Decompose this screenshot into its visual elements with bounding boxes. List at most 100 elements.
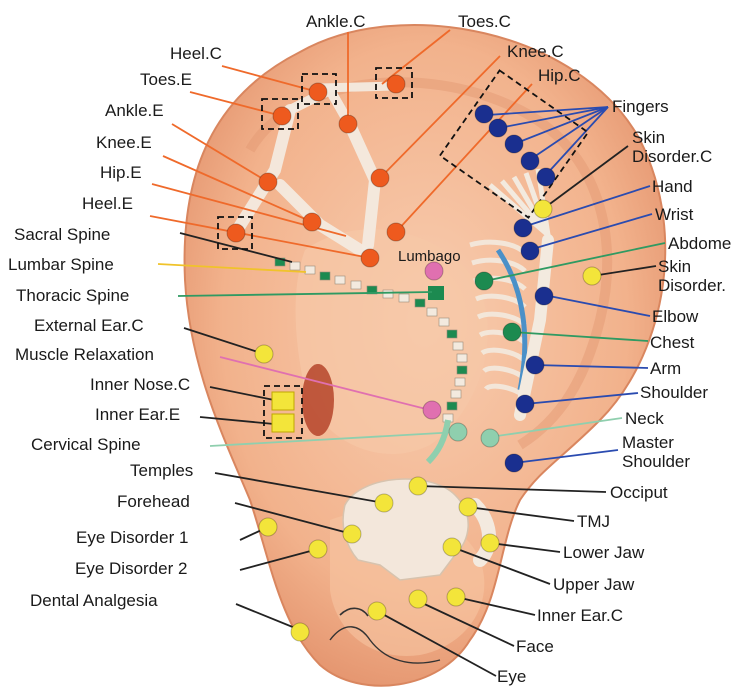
point-dot bbox=[375, 494, 393, 512]
vertebra bbox=[290, 262, 300, 270]
label-inner-ear-c: Inner Ear.C bbox=[537, 606, 623, 625]
point-dot bbox=[387, 223, 405, 241]
label-external-ear-c: External Ear.C bbox=[34, 316, 144, 335]
vertebra bbox=[451, 390, 461, 398]
label-temples: Temples bbox=[130, 461, 193, 480]
point-dot bbox=[475, 105, 493, 123]
vertebra bbox=[439, 318, 449, 326]
label-arm: Arm bbox=[650, 359, 681, 378]
label-eye-disorder-1: Eye Disorder 1 bbox=[76, 528, 188, 547]
label-inner-nose-c: Inner Nose.C bbox=[90, 375, 190, 394]
point-dot bbox=[481, 429, 499, 447]
point-dot bbox=[361, 249, 379, 267]
point-dot bbox=[521, 242, 539, 260]
label-skin-disorder: Skin Disorder. bbox=[658, 257, 726, 295]
label-hip-c: Hip.C bbox=[538, 66, 581, 85]
label-sacral-spine: Sacral Spine bbox=[14, 225, 110, 244]
label-thoracic-spine: Thoracic Spine bbox=[16, 286, 129, 305]
label-cervical-spine: Cervical Spine bbox=[31, 435, 141, 454]
vertebra bbox=[455, 378, 465, 386]
vertebra bbox=[399, 294, 409, 302]
point-dot bbox=[481, 534, 499, 552]
point-dot bbox=[443, 538, 461, 556]
vertebra bbox=[457, 366, 467, 374]
label-hand: Hand bbox=[652, 177, 693, 196]
point-dot bbox=[475, 272, 493, 290]
point-dot bbox=[371, 169, 389, 187]
label-lower-jaw: Lower Jaw bbox=[563, 543, 644, 562]
inner-ear-square bbox=[272, 414, 294, 432]
point-dot bbox=[309, 83, 327, 101]
label-skin-disorder-c: Skin Disorder.C bbox=[632, 128, 712, 166]
point-dot bbox=[291, 623, 309, 641]
point-dot bbox=[503, 323, 521, 341]
leg-bone-5 bbox=[320, 86, 395, 88]
label-inner-ear-e: Inner Ear.E bbox=[95, 405, 180, 424]
vertebra bbox=[335, 276, 345, 284]
label-occiput: Occiput bbox=[610, 483, 668, 502]
point-dot bbox=[259, 173, 277, 191]
point-dot bbox=[343, 525, 361, 543]
label-chest: Chest bbox=[650, 333, 694, 352]
point-dot bbox=[447, 588, 465, 606]
label-hip-e: Hip.E bbox=[100, 163, 142, 182]
point-dot bbox=[423, 401, 441, 419]
label-tmj: TMJ bbox=[577, 512, 610, 531]
label-elbow: Elbow bbox=[652, 307, 698, 326]
thoracic-block bbox=[428, 286, 444, 300]
point-dot bbox=[409, 590, 427, 608]
point-dot bbox=[537, 168, 555, 186]
label-lumbago: Lumbago bbox=[398, 247, 461, 266]
vertebra bbox=[351, 281, 361, 289]
ear-canal bbox=[302, 364, 334, 436]
vertebra bbox=[305, 266, 315, 274]
label-ankle-c: Ankle.C bbox=[306, 12, 366, 31]
label-face: Face bbox=[516, 637, 554, 656]
label-eye: Eye bbox=[497, 667, 526, 686]
point-dot bbox=[459, 498, 477, 516]
point-dot bbox=[409, 477, 427, 495]
vertebra bbox=[427, 308, 437, 316]
vertebra bbox=[447, 330, 457, 338]
vertebra bbox=[415, 299, 425, 307]
label-toes-e: Toes.E bbox=[140, 70, 192, 89]
label-toes-c: Toes.C bbox=[458, 12, 511, 31]
label-dental-analgesia: Dental Analgesia bbox=[30, 591, 158, 610]
point-dot bbox=[273, 107, 291, 125]
point-dot bbox=[449, 423, 467, 441]
point-dot bbox=[227, 224, 245, 242]
label-ankle-e: Ankle.E bbox=[105, 101, 164, 120]
inner-nose-square bbox=[272, 392, 294, 410]
point-dot bbox=[516, 395, 534, 413]
label-knee-e: Knee.E bbox=[96, 133, 152, 152]
vertebra bbox=[447, 402, 457, 410]
point-dot bbox=[368, 602, 386, 620]
label-muscle-relaxation: Muscle Relaxation bbox=[15, 345, 154, 364]
label-fingers: Fingers bbox=[612, 97, 669, 116]
label-wrist: Wrist bbox=[655, 205, 693, 224]
point-dot bbox=[505, 135, 523, 153]
label-abdomen: Abdome bbox=[668, 234, 731, 253]
point-dot bbox=[489, 119, 507, 137]
label-forehead: Forehead bbox=[117, 492, 190, 511]
point-dot bbox=[339, 115, 357, 133]
vertebra bbox=[320, 272, 330, 280]
point-dot bbox=[514, 219, 532, 237]
label-heel-e: Heel.E bbox=[82, 194, 133, 213]
point-dot bbox=[526, 356, 544, 374]
point-dot bbox=[521, 152, 539, 170]
label-eye-disorder-2: Eye Disorder 2 bbox=[75, 559, 187, 578]
label-shoulder: Shoulder bbox=[640, 383, 708, 402]
label-upper-jaw: Upper Jaw bbox=[553, 575, 634, 594]
point-dot bbox=[309, 540, 327, 558]
label-neck: Neck bbox=[625, 409, 664, 428]
point-dot bbox=[583, 267, 601, 285]
vertebra bbox=[453, 342, 463, 350]
point-dot bbox=[259, 518, 277, 536]
point-dot bbox=[505, 454, 523, 472]
label-heel-c: Heel.C bbox=[170, 44, 222, 63]
point-dot bbox=[387, 75, 405, 93]
vertebra bbox=[383, 290, 393, 298]
point-dot bbox=[535, 287, 553, 305]
